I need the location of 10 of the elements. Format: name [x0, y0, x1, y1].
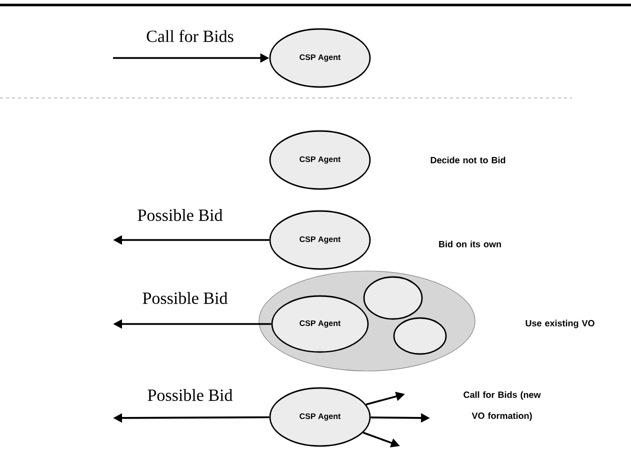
- member-ellipse: [363, 276, 423, 320]
- note-text: Decide not to Bid: [430, 156, 506, 164]
- edge-label: Possible Bid: [142, 292, 228, 304]
- edge-label: Call for Bids: [146, 30, 234, 42]
- note-text: Bid on its own: [439, 240, 501, 248]
- edge-label: Possible Bid: [148, 389, 233, 401]
- edge-label: Possible Bid: [138, 209, 223, 221]
- note-text: Call for Bids (new VO formation): [464, 391, 541, 421]
- member-ellipse: [393, 317, 447, 355]
- note-text: Use existing VO: [526, 320, 594, 328]
